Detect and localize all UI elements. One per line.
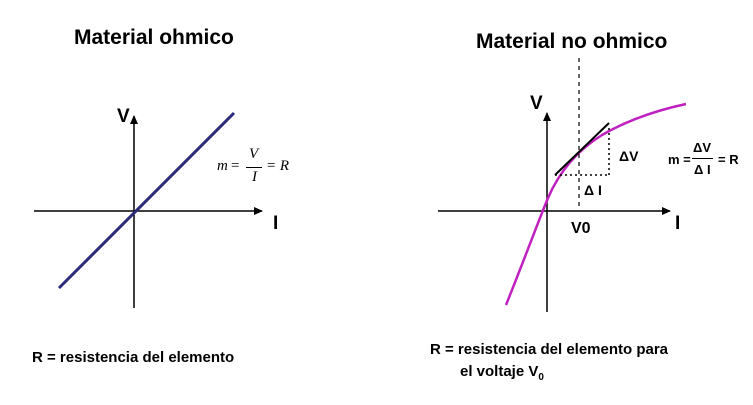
formula-m: m <box>217 158 228 174</box>
left-y-axis-label: V <box>117 106 130 127</box>
tangent-line <box>554 122 610 176</box>
formula2-denominator: Δ I <box>694 162 711 177</box>
delta-i-label: Δ I <box>584 182 602 198</box>
non-ohmic-curve <box>504 102 687 306</box>
right-caption-line2-sub: 0 <box>538 372 544 383</box>
formula-equals-r: = R <box>266 158 290 174</box>
right-caption-line2: el voltaje V0 <box>460 363 544 383</box>
right-caption-line2-main: el voltaje V <box>460 363 539 380</box>
formula2-fraction-bar <box>692 158 713 159</box>
formula2-rhs: = R <box>718 152 739 167</box>
left-title: Material ohmico <box>74 26 234 49</box>
formula-equals-1: = <box>231 158 240 174</box>
right-caption-line1: R = resistencia del elemento para <box>430 341 669 358</box>
left-caption: R = resistencia del elemento <box>32 349 235 366</box>
right-y-axis-label: V <box>530 93 543 114</box>
right-x-axis-label: I <box>675 213 681 234</box>
delta-v-label: ΔV <box>619 148 639 164</box>
ohmic-line <box>57 111 236 290</box>
formula-fraction-bar <box>246 167 262 168</box>
formula2-m: m = <box>668 152 691 167</box>
v0-label: V0 <box>571 220 591 237</box>
formula-denominator: I <box>252 169 257 185</box>
formula2-numerator: ΔV <box>693 140 712 155</box>
formula-numerator: V <box>249 146 259 162</box>
left-x-axis-label: I <box>273 213 279 234</box>
right-title: Material no ohmico <box>476 30 668 53</box>
